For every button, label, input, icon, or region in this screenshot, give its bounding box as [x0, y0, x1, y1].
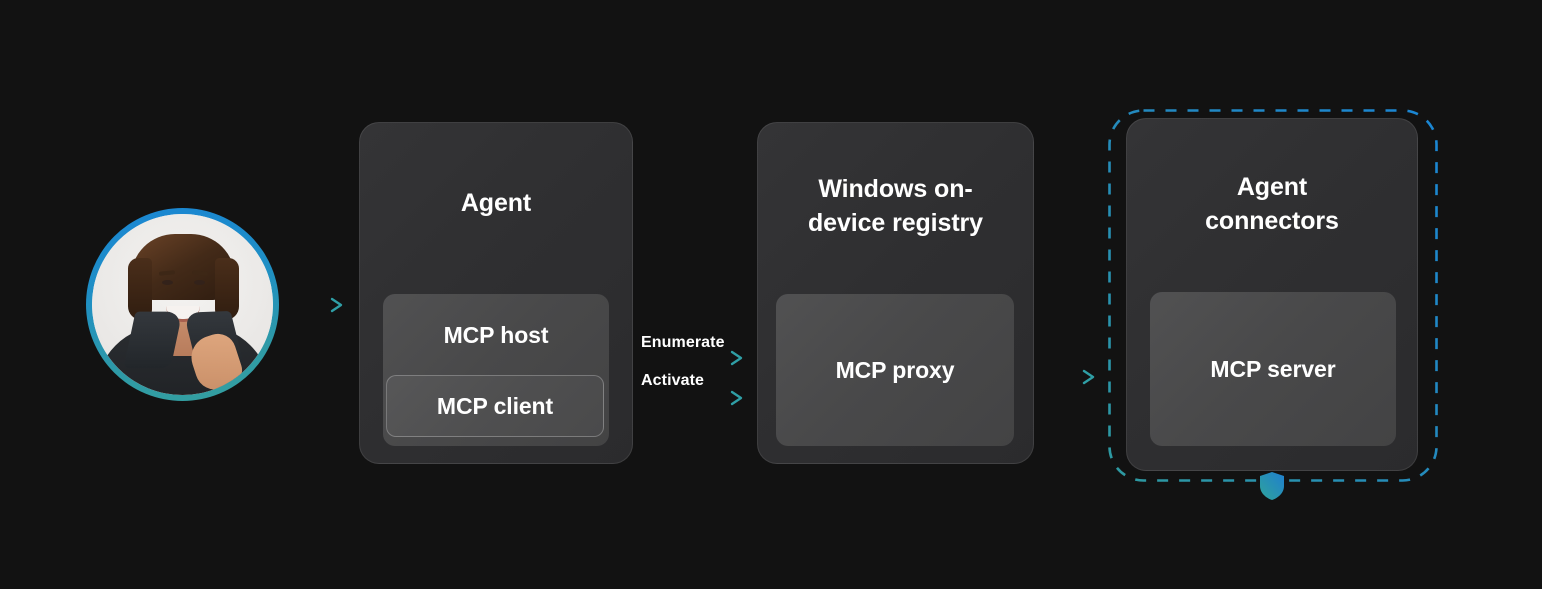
shield-icon	[1259, 471, 1285, 501]
node-connectors-title-line2: connectors	[1205, 206, 1339, 235]
node-mcp-host-label: MCP host	[443, 322, 549, 348]
arrow-enumerate-label: Enumerate	[641, 334, 725, 351]
avatar-eye-left	[162, 280, 173, 285]
node-registry-title-line1: Windows on-	[818, 175, 973, 203]
arrow-enumerate	[641, 350, 751, 368]
node-registry-title-line2: device registry	[808, 208, 983, 237]
node-agent-title: Agent	[460, 189, 532, 217]
arrow-user-to-agent	[289, 296, 347, 314]
node-registry-title: Windows on- device registry	[791, 173, 1001, 240]
node-mcp-server[interactable]: MCP server	[1150, 292, 1396, 446]
arrow-registry-to-connectors	[1041, 369, 1101, 387]
node-mcp-proxy[interactable]: MCP proxy	[776, 294, 1014, 446]
node-mcp-proxy-label: MCP proxy	[835, 356, 955, 383]
avatar-hair-right	[215, 258, 239, 320]
node-mcp-server-label: MCP server	[1210, 355, 1336, 382]
node-connectors-title-line1: Agent	[1236, 173, 1308, 201]
avatar-eye-right	[194, 280, 205, 285]
node-mcp-client[interactable]: MCP client	[386, 375, 604, 437]
arrow-activate	[641, 390, 751, 408]
node-connectors-title: Agent connectors	[1157, 171, 1387, 238]
node-mcp-client-label: MCP client	[436, 392, 554, 419]
user-avatar	[86, 208, 279, 401]
arrow-activate-label: Activate	[641, 372, 705, 389]
avatar-image	[92, 214, 273, 395]
avatar-hair-left	[128, 258, 152, 320]
